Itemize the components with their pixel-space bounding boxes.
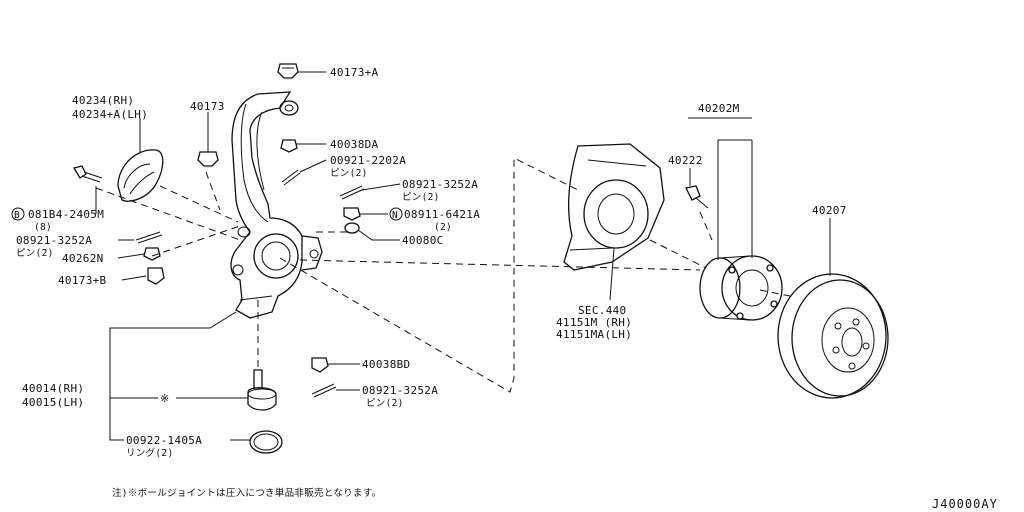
label-08921-bottom-qty: ピン(2): [366, 398, 404, 409]
label-00921: 00921-2202A: [330, 154, 406, 167]
snap-ring-00922[interactable]: [249, 430, 283, 454]
label-40234-rh: 40234(RH): [72, 94, 134, 107]
label-40038bd: 40038BD: [362, 358, 410, 371]
label-08921-top-qty: ピン(2): [402, 192, 440, 203]
label-00922-qty: リング(2): [126, 447, 173, 459]
label-40262n: 40262N: [62, 252, 104, 265]
circle-n-marker: N: [389, 207, 403, 221]
label-08921-left-qty: ピン(2): [16, 248, 54, 259]
nut-40262n[interactable]: [143, 247, 161, 261]
label-00921-qty: ピン(2): [330, 168, 368, 179]
washer-40038da[interactable]: [279, 100, 299, 153]
label-40080c: 40080C: [402, 234, 444, 247]
diagram-code: J40000AY: [932, 497, 998, 511]
cotter-pin-08921-top[interactable]: [339, 185, 365, 200]
label-sec440: SEC.440: [578, 304, 626, 317]
cotter-pin-08921-bottom[interactable]: [311, 383, 337, 398]
ball-joint-40014[interactable]: [247, 369, 277, 411]
nut-40038bd[interactable]: [311, 357, 329, 373]
cotter-pin-08921-left[interactable]: [135, 231, 163, 244]
label-081b4-qty: (8): [34, 222, 52, 233]
hub-bearing-40202m[interactable]: [699, 255, 783, 321]
assembly-dash-lines: [95, 157, 791, 393]
washer-40080c[interactable]: [344, 222, 360, 234]
label-41151ma: 41151MA(LH): [556, 328, 632, 341]
nut-40173b[interactable]: [147, 267, 165, 285]
label-40222: 40222: [668, 154, 703, 167]
leader-lines: [95, 71, 831, 441]
label-40173b: 40173+B: [58, 274, 107, 287]
label-40173a: 40173+A: [330, 66, 379, 79]
circle-n-letter: N: [392, 210, 398, 221]
nut-40173a[interactable]: [277, 63, 299, 79]
nut-08911[interactable]: [343, 207, 361, 221]
steering-knuckle[interactable]: [230, 91, 323, 319]
label-08921-top: 08921-3252A: [402, 178, 478, 191]
label-08921-bottom: 08921-3252A: [362, 384, 438, 397]
label-40014: 40014(RH): [22, 382, 84, 395]
cotter-pin-00921[interactable]: [281, 169, 301, 186]
footnote: 注)※ボールジョイントは圧入につき単品非販売となります。: [112, 487, 381, 499]
label-08911: 08911-6421A: [404, 208, 480, 221]
circle-b-marker: B: [11, 207, 25, 221]
label-40038da: 40038DA: [330, 138, 379, 151]
label-star: ※: [160, 392, 170, 405]
label-08921-left: 08921-3252A: [16, 234, 92, 247]
brake-disc-40207[interactable]: [777, 273, 889, 399]
bolt-081b4[interactable]: [72, 165, 103, 183]
splash-guard-41151m[interactable]: [563, 143, 665, 271]
dust-cover-40234[interactable]: [117, 149, 164, 202]
label-40173: 40173: [190, 100, 225, 113]
bolt-40222[interactable]: [685, 185, 709, 209]
label-40234-lh: 40234+A(LH): [72, 108, 148, 121]
label-00922: 00922-1405A: [126, 434, 202, 447]
label-08911-qty: (2): [434, 222, 452, 233]
label-081b4: 081B4-2405M: [28, 208, 104, 221]
label-40015: 40015(LH): [22, 396, 84, 409]
label-41151m: 41151M (RH): [556, 316, 632, 329]
label-40202m: 40202M: [698, 102, 740, 115]
circle-b-letter: B: [14, 210, 20, 221]
nut-40173[interactable]: [197, 151, 219, 167]
label-40207: 40207: [812, 204, 847, 217]
